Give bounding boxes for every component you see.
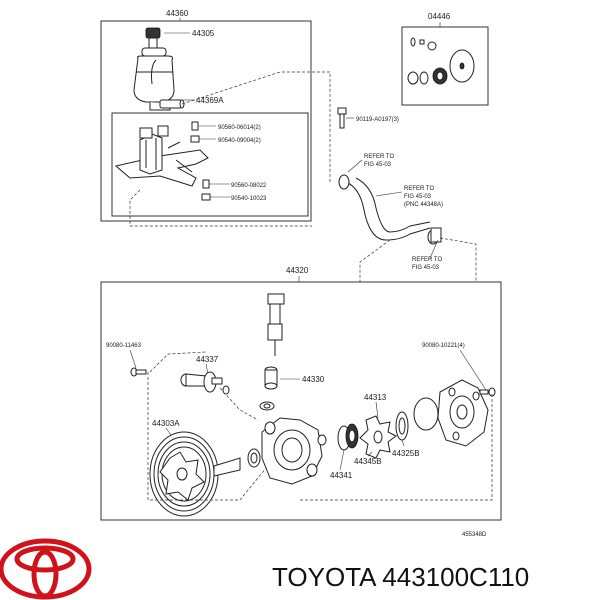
label-refer2-l3: (PNC 44348A) [404, 202, 443, 208]
reservoir-frame [100, 20, 312, 222]
kit-parts [407, 37, 475, 85]
label-bolt-top: 90119-A0197(3) [356, 117, 399, 123]
label-diagram-code: 455348D [462, 532, 487, 538]
label-bolt-left: 90080-11463 [106, 343, 142, 349]
label-refer2-l1: REFER TO [404, 186, 434, 192]
toyota-logo [0, 538, 92, 600]
label-ring: 44345B [354, 457, 382, 466]
label-refer3-l2: FIG 45-03 [412, 265, 440, 271]
bolt-90080-10221 [479, 387, 496, 397]
label-refer1-l1: REFER TO [364, 154, 394, 160]
label-refer3-l1: REFER TO [412, 257, 442, 263]
label-refer2-l2: FIG 45-03 [404, 194, 432, 200]
label-pump-assy: 44320 [286, 266, 309, 275]
bolt-90080-11463 [130, 367, 147, 377]
pulley-shaft [213, 448, 261, 477]
label-bolt-right: 90080-10221(4) [422, 343, 465, 349]
label-shaft: 44341 [330, 471, 353, 480]
bracket-subframe [111, 112, 309, 217]
bolt-90560-06014 [191, 121, 199, 131]
pulley [149, 431, 219, 517]
brand-title: TOYOTA 443100C110 [272, 562, 529, 592]
pump-frame [100, 281, 502, 521]
label-union: 44337 [196, 355, 219, 364]
nut-90540-10023 [201, 193, 211, 201]
label-b3: 90560-08022 [231, 183, 267, 189]
rotor-set [337, 397, 439, 459]
label-valve: 44330 [302, 375, 325, 384]
label-pulley: 44303A [152, 419, 180, 428]
kit-frame [401, 26, 489, 106]
reservoir [133, 27, 185, 111]
flow-valve [259, 293, 285, 411]
bolt-90560-08022 [202, 179, 210, 189]
bracket [114, 125, 209, 187]
bolt-90119 [337, 107, 347, 129]
label-plate: 44325B [392, 449, 420, 458]
label-rotor: 44313 [364, 393, 387, 402]
label-b1: 90560-06014(2) [218, 125, 261, 131]
pump-body [261, 417, 327, 485]
label-b2: 90540-09004(2) [218, 138, 261, 144]
label-kit: 04446 [428, 12, 451, 21]
label-bracket: 44369A [196, 96, 224, 105]
label-reservoir-assy: 44360 [166, 9, 189, 18]
label-b4: 90540-10023 [231, 196, 267, 202]
label-reservoir-cap: 44305 [192, 29, 215, 38]
nut-90540-09004 [190, 135, 200, 143]
rear-cover [437, 379, 489, 447]
hose [338, 174, 442, 245]
union-fitting [180, 371, 230, 395]
label-refer1-l2: FIG 45-03 [364, 162, 392, 168]
